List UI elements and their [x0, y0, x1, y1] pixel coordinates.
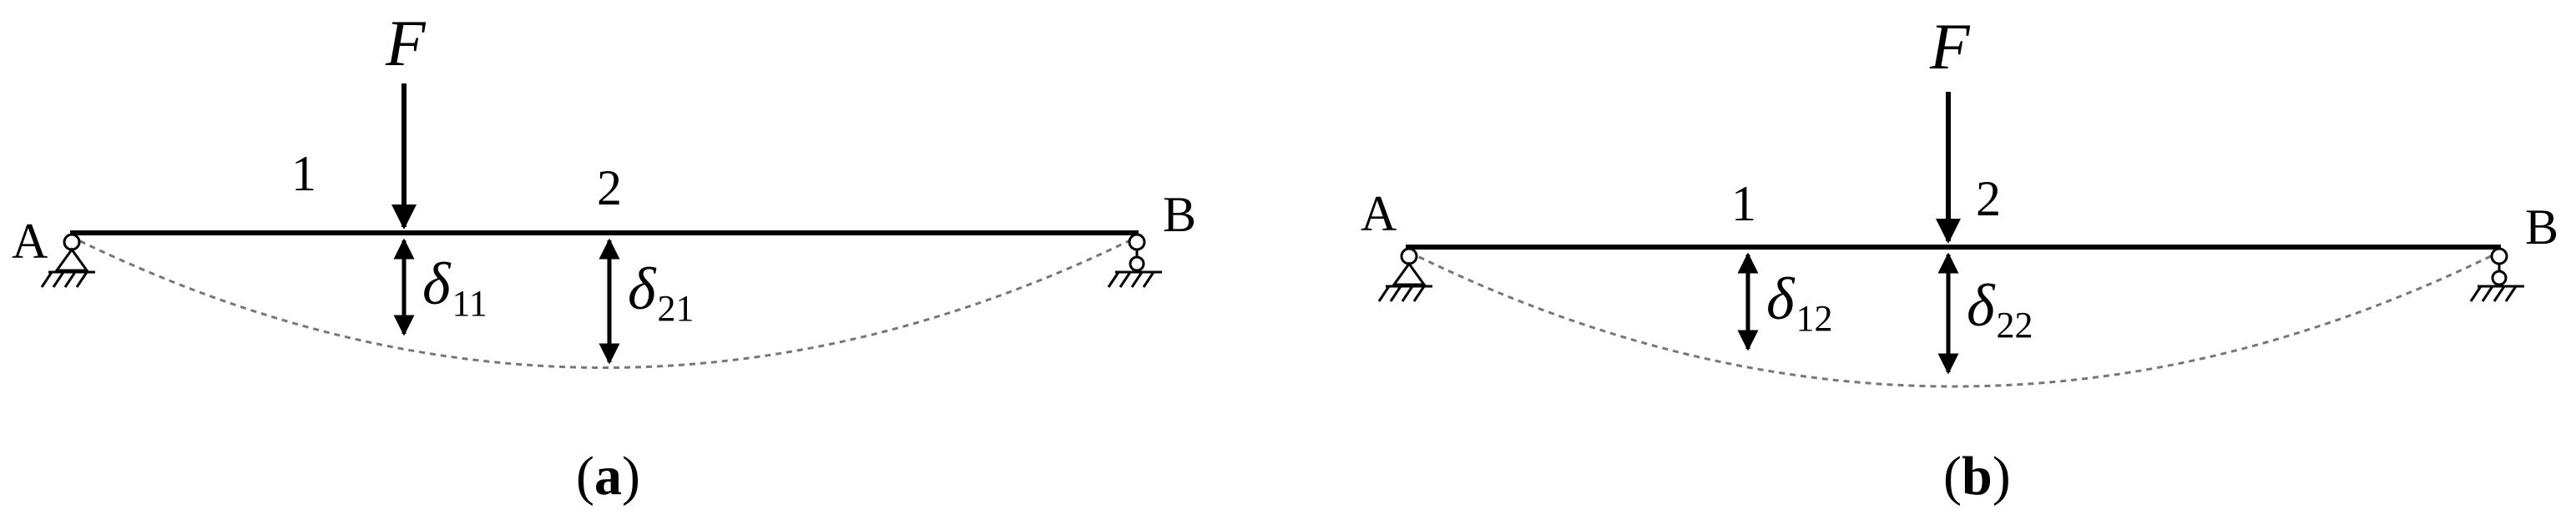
point-1-label-b: 1	[1731, 176, 1756, 231]
pin-support-a-b	[1377, 247, 1432, 302]
delta-21-label: δ21	[628, 255, 694, 329]
panel-a: F 1 2 A B δ11 δ21 (a)	[12, 7, 1196, 507]
delta-12-label: δ12	[1766, 265, 1832, 339]
point-2-label-b: 2	[1976, 171, 2001, 226]
roller-support-b	[1107, 233, 1162, 288]
deflection-curve-a	[69, 235, 1139, 369]
panel-b: F 1 2 A B δ12 δ22 (b)	[1361, 10, 2558, 507]
caption-a: (a)	[576, 446, 640, 507]
end-b-label-b: B	[2525, 199, 2558, 255]
roller-support-b-b	[2469, 247, 2524, 302]
delta-11-label: δ11	[422, 250, 487, 324]
force-label-b: F	[1929, 10, 1971, 83]
end-b-label-a: B	[1163, 187, 1196, 242]
delta-22-label: δ22	[1967, 272, 2033, 346]
point-1-label-a: 1	[291, 146, 316, 201]
point-2-label-a: 2	[597, 160, 622, 215]
end-a-label-b: A	[1361, 186, 1397, 241]
end-a-label-a: A	[12, 214, 48, 269]
caption-b: (b)	[1943, 446, 2011, 507]
pin-support-a	[40, 233, 95, 288]
force-label-a: F	[385, 7, 427, 79]
deflection-curve-b	[1408, 250, 2500, 388]
